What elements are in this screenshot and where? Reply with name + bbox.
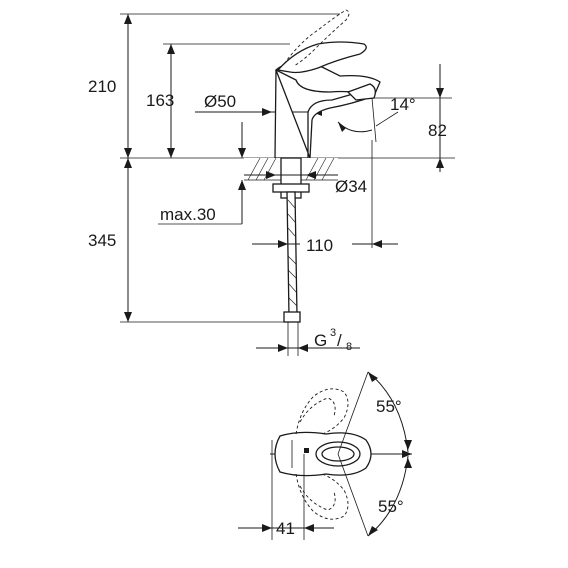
arrow-345-top [124, 158, 132, 168]
lever-ghost-right-inner [299, 485, 336, 511]
arrow-345-bottom [124, 312, 132, 322]
arrow-arc-down-start [404, 458, 412, 468]
arrow-d34-left [266, 171, 276, 179]
label-210: 210 [88, 77, 116, 96]
arrow-arc-up-start [368, 372, 378, 382]
label-g: G [314, 331, 327, 350]
arrow-210-top [124, 14, 132, 24]
arrow-41-right [304, 524, 314, 532]
swing-line-up [337, 371, 369, 455]
arrow-arc-up-end [404, 440, 412, 450]
arrow-max30-top [238, 148, 246, 158]
label-41: 41 [276, 519, 295, 538]
arrow-163-top [167, 44, 175, 54]
label-d34: Ø34 [335, 177, 367, 196]
mounting-nut [272, 183, 310, 193]
lever-handle [276, 41, 367, 74]
label-g-denominator: 8 [346, 341, 352, 353]
supply-hose [286, 191, 298, 317]
arrow-82-top [436, 88, 444, 98]
top-view: 55° 55° 41 [238, 371, 412, 540]
arrow-arc-down-end [368, 526, 378, 536]
arrow-centerline [402, 450, 412, 458]
hose-braid [287, 199, 298, 307]
label-max30: max.30 [160, 205, 216, 224]
arrow-max30-bottom [238, 180, 246, 190]
label-82: 82 [428, 121, 447, 140]
label-d50: Ø50 [204, 92, 236, 111]
hose-fitting [283, 311, 301, 323]
arrow-d34-right [306, 171, 316, 179]
spout-aerator [346, 83, 376, 101]
arrow-110-left [278, 240, 288, 248]
angle-ref-line [371, 97, 377, 143]
arrow-angle [338, 122, 346, 132]
label-14deg: 14° [390, 95, 416, 114]
arrow-110-right [372, 240, 382, 248]
lever-ghost-left [295, 388, 349, 435]
arrow-g-right [298, 344, 308, 352]
lever-ghost-raised [283, 9, 350, 67]
label-55-down: 55° [378, 497, 404, 516]
arrow-163-bottom [167, 148, 175, 158]
angle-leader [375, 111, 399, 127]
arrow-g-left [278, 344, 288, 352]
arc-55-down [367, 455, 409, 537]
lever-ghost-left-inner [299, 397, 336, 423]
label-55-up: 55° [376, 397, 402, 416]
label-110: 110 [306, 236, 333, 255]
label-g-numerator: 3 [330, 327, 336, 339]
side-view: 210 163 Ø50 82 14° [88, 9, 455, 356]
lever-ghost-right [295, 473, 349, 520]
label-163: 163 [146, 91, 174, 110]
arrow-d50 [262, 108, 272, 116]
top-indicator-dot [304, 448, 309, 453]
arrow-210-bottom [124, 148, 132, 158]
label-345: 345 [88, 231, 116, 250]
arrow-82-bottom [436, 158, 444, 168]
swing-line-down [337, 453, 369, 537]
arrow-41-left [262, 524, 272, 532]
label-g-slash: / [337, 331, 342, 350]
